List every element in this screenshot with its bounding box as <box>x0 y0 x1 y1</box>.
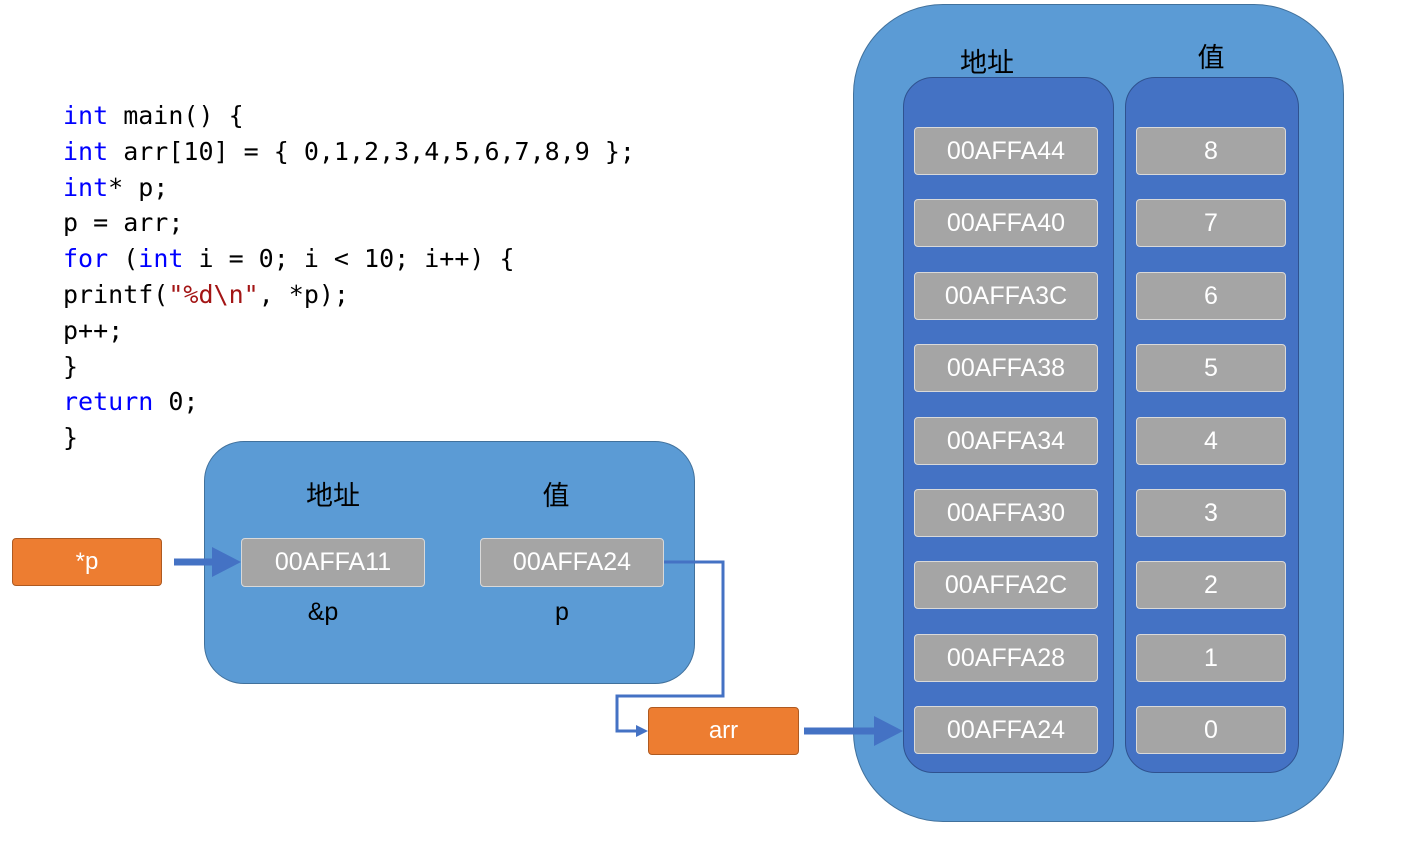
code-line: return 0; <box>63 384 635 420</box>
pointer-value-header: 值 <box>542 481 570 512</box>
pointer-value-sublabel: p <box>555 598 569 626</box>
code-text: p++; <box>63 315 124 345</box>
code-line: p = arr; <box>63 205 635 241</box>
code-text: main() { <box>108 101 244 130</box>
code-text: arr[10] = { 0,1,2,3,4,5,6,7,8,9 }; <box>108 136 635 166</box>
array-value-cell: 8 <box>1136 127 1286 175</box>
array-value-cell: 6 <box>1136 272 1286 320</box>
code-text: p = arr; <box>63 208 184 238</box>
code-keyword: int <box>138 244 184 274</box>
pointer-address-sublabel: &p <box>307 598 339 626</box>
code-keyword: for <box>63 244 109 274</box>
array-value-cell: 7 <box>1136 199 1286 247</box>
deref-arrowhead <box>212 547 241 577</box>
pointer-address-header: 地址 <box>306 481 360 512</box>
code-line: p++; <box>63 313 635 349</box>
array-value-cell: 2 <box>1136 561 1286 609</box>
code-text: 0; <box>153 387 199 417</box>
code-line: for (int i = 0; i < 10; i++) { <box>63 241 635 277</box>
code-text: i = 0; i < 10; i++) { <box>183 244 515 274</box>
deref-p-label: *p <box>12 538 162 586</box>
code-text: , *p); <box>258 279 349 309</box>
arr-arrowhead <box>874 716 903 746</box>
array-address-cell: 00AFFA28 <box>914 634 1098 682</box>
array-value-cell: 3 <box>1136 489 1286 537</box>
array-address-cell: 00AFFA44 <box>914 127 1098 175</box>
array-value-cell: 0 <box>1136 706 1286 754</box>
code-text: printf( <box>63 279 169 309</box>
pointer-value-cell: 00AFFA24 <box>480 538 664 587</box>
array-address-cell: 00AFFA30 <box>914 489 1098 537</box>
code-line: int main() { <box>63 98 635 134</box>
code-keyword: int <box>63 101 109 130</box>
array-value-cell: 5 <box>1136 344 1286 392</box>
code-keyword: int <box>63 172 109 202</box>
code-line: printf("%d\n", *p); <box>63 277 635 313</box>
array-address-cell: 00AFFA3C <box>914 272 1098 320</box>
code-text: * p; <box>108 172 169 202</box>
p-to-arr-arrowhead <box>636 725 648 737</box>
array-value-cell: 1 <box>1136 634 1286 682</box>
code-text: ( <box>108 244 139 274</box>
code-line: int* p; <box>63 170 635 206</box>
code-keyword: return <box>63 387 154 417</box>
code-keyword: int <box>63 136 109 166</box>
array-address-cell: 00AFFA24 <box>914 706 1098 754</box>
code-text: } <box>63 351 79 381</box>
array-address-cell: 00AFFA2C <box>914 561 1098 609</box>
code-line: } <box>63 349 635 385</box>
code-listing: int main() {int arr[10] = { 0,1,2,3,4,5,… <box>63 98 635 456</box>
code-line: } <box>63 420 635 456</box>
array-address-cell: 00AFFA34 <box>914 417 1098 465</box>
code-text: } <box>63 423 79 453</box>
array-value-cell: 4 <box>1136 417 1286 465</box>
array-address-cell: 00AFFA38 <box>914 344 1098 392</box>
array-address-cell: 00AFFA40 <box>914 199 1098 247</box>
arr-label: arr <box>648 707 799 755</box>
p-to-arr-connector <box>615 560 725 733</box>
pointer-address-cell: 00AFFA11 <box>241 538 425 587</box>
array-value-header: 值 <box>1197 43 1225 74</box>
code-line: int arr[10] = { 0,1,2,3,4,5,6,7,8,9 }; <box>63 134 635 170</box>
array-address-header: 地址 <box>960 48 1014 79</box>
code-string: "%d\n" <box>168 279 259 309</box>
